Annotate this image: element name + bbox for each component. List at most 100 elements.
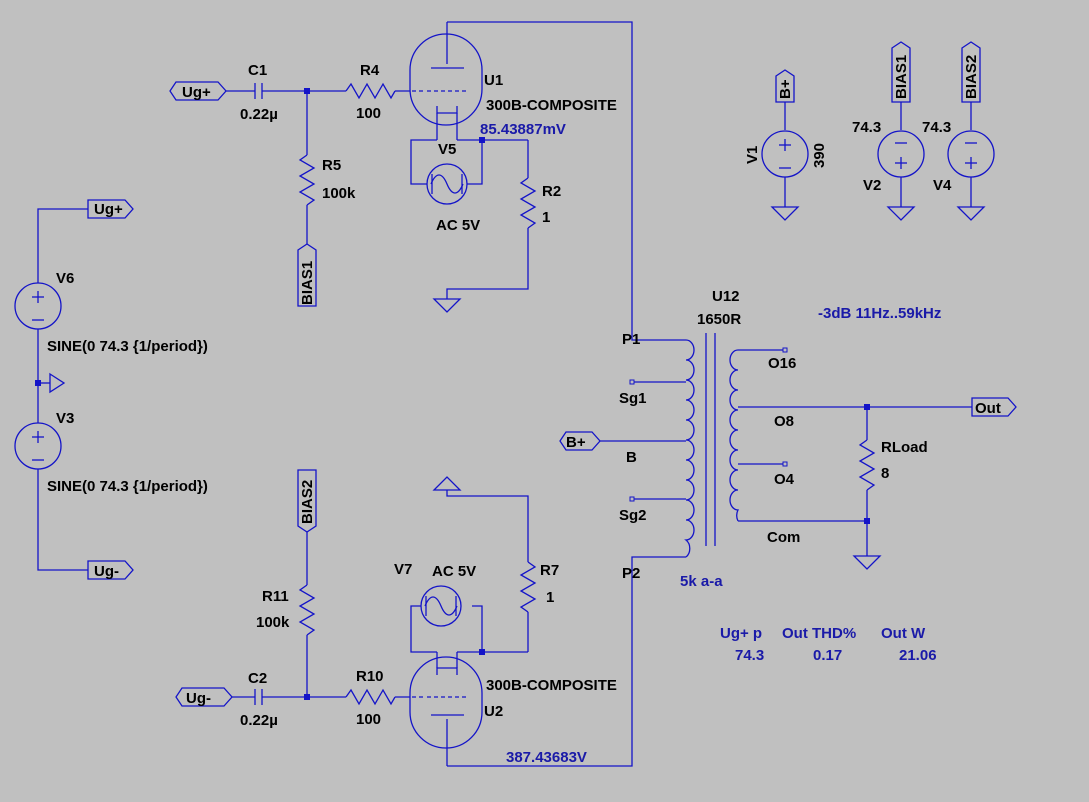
ground-v4-symbol (956, 206, 986, 221)
v3-value: SINE(0 74.3 {1/period}) (47, 478, 208, 495)
v1-label: V1 (744, 146, 761, 164)
v7-label: V7 (394, 561, 412, 578)
flag-bias1-supply[interactable]: BIAS1 (891, 41, 911, 103)
source-v6[interactable] (14, 282, 62, 330)
pin-o16-label: O16 (768, 355, 796, 372)
c1-value: 0.22µ (240, 106, 278, 123)
transformer-u12[interactable] (684, 333, 740, 558)
flag-ugplus-left[interactable]: Ug+ (87, 199, 134, 219)
resistor-r10[interactable] (345, 688, 396, 706)
flag-bias2-vertical[interactable]: BIAS2 (297, 469, 317, 533)
svg-text:B+: B+ (777, 79, 794, 99)
resistor-r2[interactable] (519, 177, 537, 229)
bandwidth-annotation: -3dB 11Hz..59kHz (818, 305, 941, 322)
c1-label: C1 (248, 62, 267, 79)
pin-p2-label: P2 (622, 565, 640, 582)
flag-ugplus-top[interactable]: Ug+ (169, 81, 227, 101)
svg-text:BIAS1: BIAS1 (299, 261, 316, 305)
capacitor-c1[interactable] (254, 83, 263, 99)
flag-bias1-vertical[interactable]: BIAS1 (297, 243, 317, 307)
source-v7[interactable] (420, 585, 462, 627)
r7-value: 1 (546, 589, 554, 606)
v2-label: V2 (863, 177, 881, 194)
v5-value: AC 5V (436, 217, 480, 234)
r2-label: R2 (542, 183, 561, 200)
results-value-w: 21.06 (899, 647, 937, 664)
pin-b-label: B (626, 449, 637, 466)
u1-model: 300B-COMPOSITE (486, 97, 617, 114)
svg-text:B+: B+ (566, 434, 586, 451)
ground-rload-symbol (852, 555, 882, 570)
resistor-r11[interactable] (298, 584, 316, 636)
wire-u1-plate (447, 21, 686, 341)
resistor-r7[interactable] (519, 561, 537, 613)
r11-label: R11 (262, 588, 289, 605)
source-v5[interactable] (426, 163, 468, 205)
flag-bias2-supply[interactable]: BIAS2 (961, 41, 981, 103)
r2-value: 1 (542, 209, 550, 226)
results-header-w: Out W (881, 625, 926, 642)
flag-bplus-transformer[interactable]: B+ (559, 431, 601, 451)
pin-p1-label: P1 (622, 331, 640, 348)
results-header-thd: Out THD% (782, 625, 856, 642)
r5-value: 100k (322, 185, 356, 202)
u12-label: U12 (712, 288, 740, 305)
svg-text:Out: Out (975, 400, 1001, 417)
u1-label: U1 (484, 72, 503, 89)
source-v1[interactable] (761, 130, 809, 178)
rload-value: 8 (881, 465, 889, 482)
flag-ugminus-bottom[interactable]: Ug- (175, 687, 233, 707)
u12-desc: 5k a-a (680, 573, 723, 590)
v2-value: 74.3 (852, 119, 881, 136)
capacitor-c2[interactable] (254, 689, 263, 705)
ground-mid-symbol (49, 372, 66, 394)
ground-v1-symbol (770, 206, 800, 221)
svg-text:Ug-: Ug- (186, 690, 211, 707)
r4-label: R4 (360, 62, 380, 79)
resistor-r4[interactable] (345, 82, 396, 100)
svg-text:Ug+: Ug+ (182, 84, 211, 101)
flag-bplus-v1[interactable]: B+ (775, 69, 795, 103)
source-v4[interactable] (947, 130, 995, 178)
resistor-r5[interactable] (298, 154, 316, 206)
c2-label: C2 (248, 670, 267, 687)
source-v3[interactable] (14, 422, 62, 470)
source-v2[interactable] (877, 130, 925, 178)
ground-v2-symbol (886, 206, 916, 221)
u2-model: 300B-COMPOSITE (486, 677, 617, 694)
wire-ugminus-left (37, 469, 88, 571)
flag-out[interactable]: Out (971, 397, 1017, 417)
triode-u2[interactable] (409, 652, 483, 766)
flag-ugminus-left[interactable]: Ug- (87, 560, 134, 580)
triode-u1[interactable] (409, 22, 483, 140)
pin-com-label: Com (767, 529, 800, 546)
v4-value: 74.3 (922, 119, 951, 136)
v1-value: 390 (811, 143, 828, 168)
results-value-thd: 0.17 (813, 647, 842, 664)
svg-text:BIAS2: BIAS2 (299, 480, 316, 524)
v3-label: V3 (56, 410, 74, 427)
ground-u2-symbol (432, 476, 462, 491)
pin-o8-label: O8 (774, 413, 794, 430)
pin-sg1-label: Sg1 (619, 390, 647, 407)
resistor-rload[interactable] (858, 439, 876, 491)
u1-cathode-voltage: 85.43887mV (480, 121, 566, 138)
svg-text:BIAS2: BIAS2 (963, 55, 980, 99)
r5-label: R5 (322, 157, 341, 174)
pin-sg2-label: Sg2 (619, 507, 647, 524)
v7-value: AC 5V (432, 563, 476, 580)
wire-u2-plate (447, 556, 686, 767)
svg-text:BIAS1: BIAS1 (893, 55, 910, 99)
c2-value: 0.22µ (240, 712, 278, 729)
pin-o4-label: O4 (774, 471, 795, 488)
u12-value: 1650R (697, 311, 741, 328)
r10-value: 100 (356, 711, 381, 728)
r7-label: R7 (540, 562, 559, 579)
v6-label: V6 (56, 270, 74, 287)
v6-value: SINE(0 74.3 {1/period}) (47, 338, 208, 355)
ground-u1-symbol (432, 298, 462, 313)
r4-value: 100 (356, 105, 381, 122)
r10-label: R10 (356, 668, 384, 685)
svg-text:Ug+: Ug+ (94, 201, 123, 218)
